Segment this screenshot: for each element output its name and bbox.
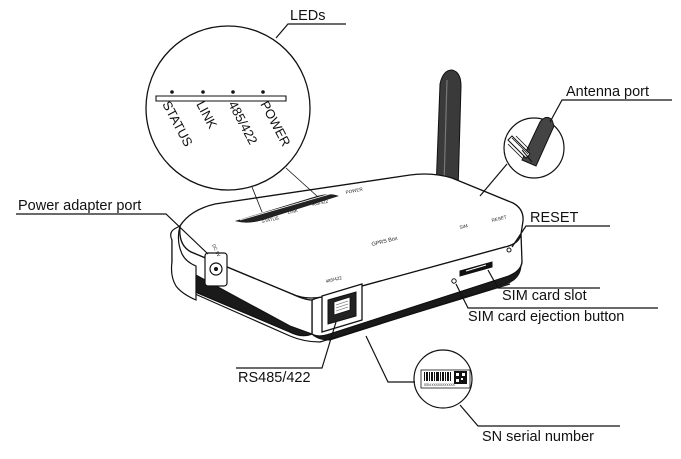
led-zoom-circle: STATUS LINK 485/422 POWER — [145, 25, 319, 213]
serial-text: SSN:XXXXXXXXXXX — [424, 383, 456, 387]
device-label-sim: SIM — [459, 223, 468, 230]
antenna-port-zoom — [503, 116, 565, 179]
callout-sn-serial-number: SN serial number — [482, 429, 594, 445]
serial-zoom: SSN:XXXXXXXXXXX — [413, 349, 473, 409]
device-label-link: LINK — [287, 208, 299, 215]
callout-power-adapter-port: Power adapter port — [18, 198, 141, 214]
barcode-icon — [424, 372, 451, 381]
device-label-485-front: 485/422 — [325, 275, 343, 284]
callout-antenna-port: Antenna port — [566, 84, 649, 100]
leader-lines — [16, 23, 672, 427]
device-label-status: STATUS — [261, 215, 279, 224]
callout-reset: RESET — [530, 210, 578, 226]
led-dot-power — [261, 90, 265, 94]
callout-sim-card-slot: SIM card slot — [502, 288, 587, 304]
sim-eject-button — [451, 278, 457, 284]
callout-sim-ejection-button: SIM card ejection button — [468, 309, 624, 325]
led-dot-link — [201, 90, 205, 94]
callout-leds: LEDs — [290, 8, 325, 24]
device-label-reset: RESET — [491, 214, 507, 223]
callout-rs485: RS485/422 — [238, 370, 311, 386]
qr-code-icon — [454, 371, 467, 384]
device-label-485: 485/422 — [311, 199, 329, 207]
led-dot-status — [170, 90, 174, 94]
device-label-power: POWER — [345, 186, 364, 195]
reset-hole — [506, 247, 512, 253]
rs485-port — [321, 283, 363, 333]
led-dot-485 — [231, 90, 235, 94]
sim-slot — [459, 261, 493, 277]
device-label-dc: DC 5V — [211, 243, 222, 258]
device-body: POWER 485/422 LINK STATUS GPRS Box SIM R… — [170, 173, 524, 343]
